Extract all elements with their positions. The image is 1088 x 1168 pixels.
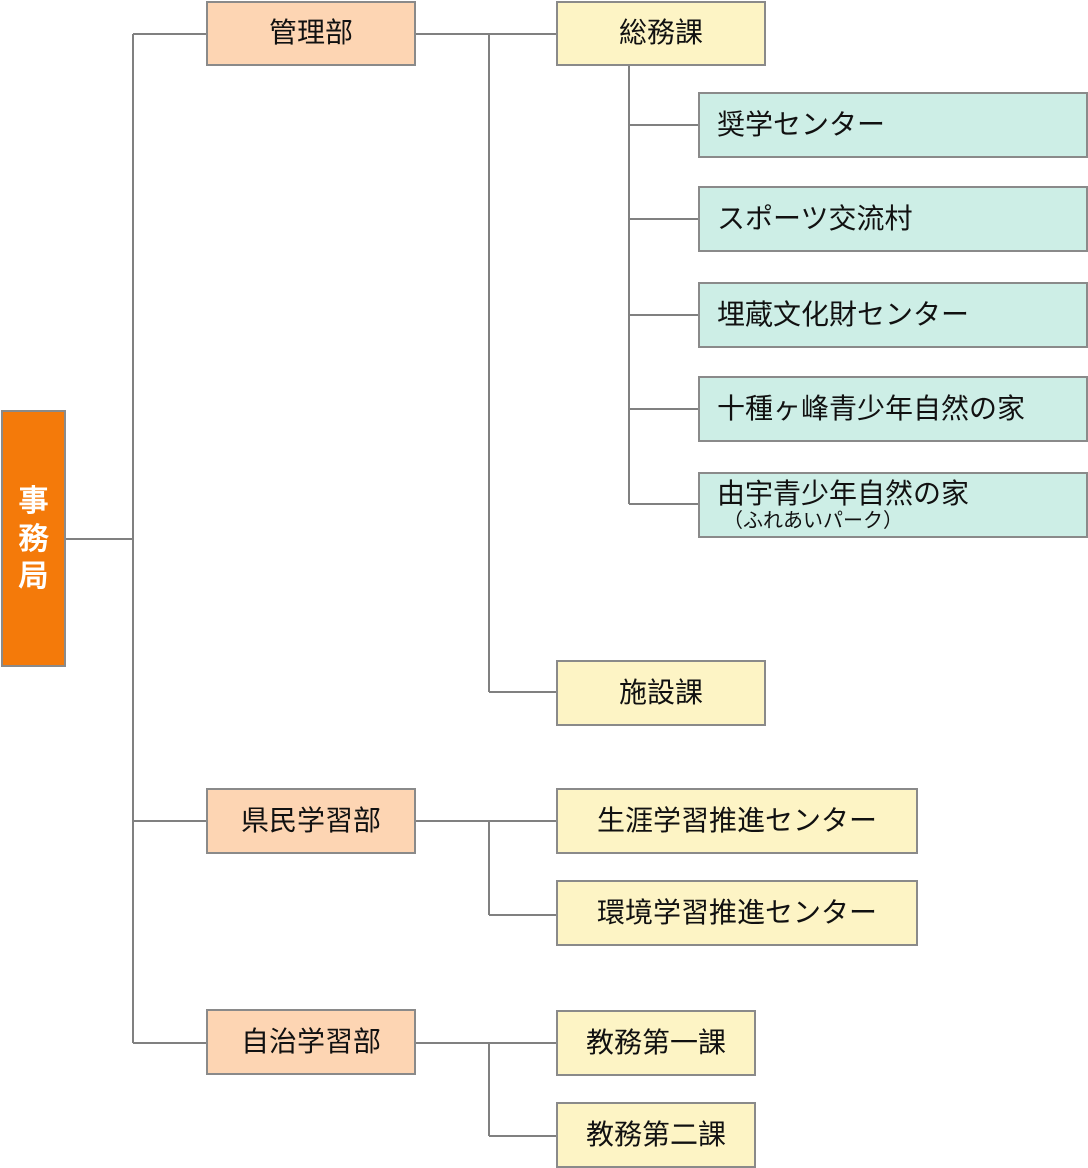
facility-shogaku-label: 奨学センター [717,107,886,141]
dept-kanri: 管理部 [206,1,416,66]
facility-sports: スポーツ交流村 [698,186,1088,252]
facility-yu: 由宇青少年自然の家 （ふれあいパーク） [698,472,1088,538]
section-kyomu1: 教務第一課 [556,1010,756,1076]
facility-maizo-label: 埋蔵文化財センター [717,297,970,331]
facility-yu-label: 由宇青少年自然の家 [717,477,970,510]
section-shogai-label: 生涯学習推進センター [596,803,877,837]
root-char-1: 事 [18,484,49,520]
root-node-jimukyoku: 事 務 局 [1,410,66,667]
dept-kenmin: 県民学習部 [206,788,416,854]
facility-yu-sublabel: （ふれあいパーク） [723,508,903,532]
dept-kenmin-label: 県民学習部 [240,803,381,837]
facility-togane: 十種ヶ峰青少年自然の家 [698,376,1088,442]
facility-sports-label: スポーツ交流村 [717,201,913,235]
section-somu-label: 総務課 [618,16,703,50]
section-kyomu2-label: 教務第二課 [585,1117,726,1151]
section-kyomu2: 教務第二課 [556,1102,756,1168]
root-char-2: 務 [18,521,49,557]
section-shisetsu: 施設課 [556,660,766,726]
section-kyomu1-label: 教務第一課 [585,1025,726,1059]
dept-jichi-label: 自治学習部 [240,1024,381,1058]
section-kankyo: 環境学習推進センター [556,880,918,946]
root-char-3: 局 [18,559,49,595]
facility-togane-label: 十種ヶ峰青少年自然の家 [717,391,1026,425]
facility-maizo: 埋蔵文化財センター [698,282,1088,348]
dept-kanri-label: 管理部 [268,16,353,50]
section-shogai: 生涯学習推進センター [556,788,918,854]
section-somu: 総務課 [556,1,766,66]
section-shisetsu-label: 施設課 [618,675,703,709]
facility-shogaku: 奨学センター [698,92,1088,158]
section-kankyo-label: 環境学習推進センター [596,895,877,929]
dept-jichi: 自治学習部 [206,1009,416,1075]
